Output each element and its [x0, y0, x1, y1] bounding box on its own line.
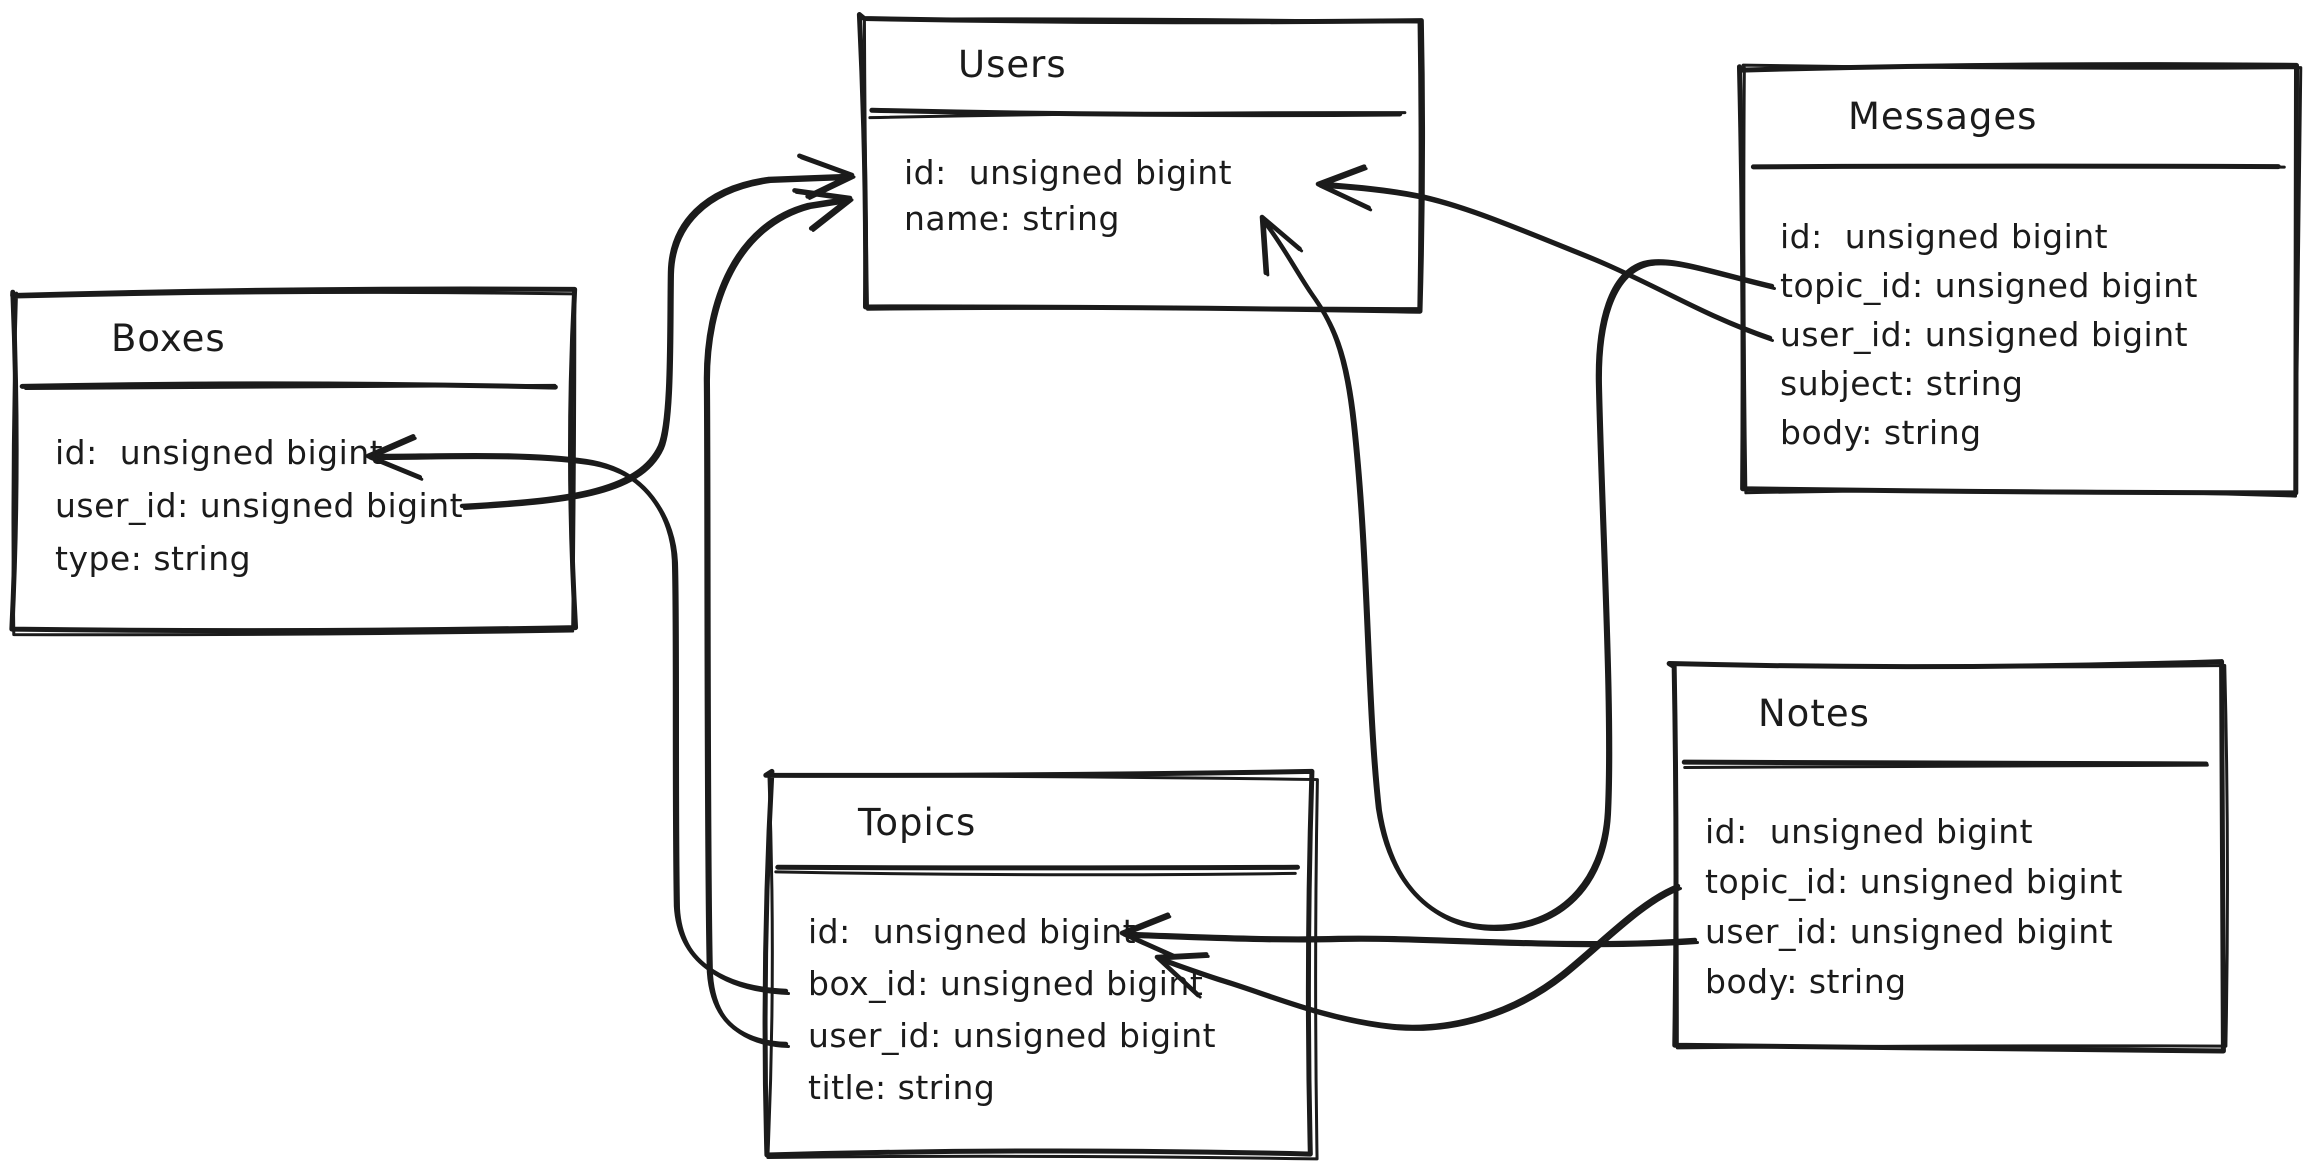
table-boxes-border	[9, 286, 579, 634]
table-notes-divider-overdraw	[1683, 763, 2209, 769]
table-users-title: Users	[958, 43, 1067, 86]
table-topics-field-1: box_id: unsigned bigint	[808, 964, 1204, 1003]
table-boxes-fields: id: unsigned bigint user_id: unsigned big…	[15, 292, 572, 630]
table-users[interactable]: Users id: unsigned bigint name: string	[862, 18, 1418, 310]
table-messages[interactable]: Messages id: unsigned bigint topic_id: un…	[1743, 67, 2296, 491]
table-boxes-field-2: type: string	[55, 539, 252, 578]
table-messages-field-0: id: unsigned bigint	[1780, 217, 2109, 256]
connector-messages-topic_id-to-users-id	[1263, 221, 1775, 930]
table-notes-field-0: id: unsigned bigint	[1705, 812, 2034, 851]
table-messages-border-overdraw	[1741, 63, 2303, 498]
connector-boxes-user_id-to-users-id-arrowhead-overdraw	[799, 156, 856, 200]
connector-notes-topic_id-to-topics-id-arrowhead-overdraw	[1157, 954, 1210, 999]
table-notes-field-3: body: string	[1705, 962, 1907, 1001]
table-users-border-overdraw	[862, 17, 1422, 311]
table-topics[interactable]: Topics id: unsigned bigint box_id: unsign…	[768, 775, 1312, 1153]
connector-topics-user_id-to-users-id-arrowhead-overdraw	[795, 190, 854, 232]
connector-topics-box_id-to-boxes-id-overdraw	[373, 456, 790, 995]
table-boxes-field-0: id: unsigned bigint	[55, 433, 384, 472]
connector-topics-user_id-to-users-id-arrowhead	[792, 188, 853, 231]
connector-messages-topic_id-to-users-id-arrowhead-overdraw	[1262, 217, 1304, 277]
connector-messages-user_id-to-users-id-arrowhead-overdraw	[1318, 167, 1373, 212]
connector-messages-topic_id-to-users-id-overdraw	[1267, 225, 1776, 931]
table-boxes-field-1: user_id: unsigned bigint	[55, 486, 464, 525]
connector-notes-user_id-to-topics-id	[1127, 931, 1698, 946]
table-messages-field-2: user_id: unsigned bigint	[1780, 315, 2189, 354]
table-topics-field-0: id: unsigned bigint	[808, 912, 1137, 951]
table-messages-divider-overdraw	[1751, 164, 2286, 169]
table-users-fields: id: unsigned bigint name: string	[862, 18, 1418, 310]
connector-notes-topic_id-to-topics-id	[1161, 883, 1681, 1030]
table-boxes-title: Boxes	[111, 317, 226, 360]
table-messages-field-3: subject: string	[1780, 364, 2024, 403]
connector-boxes-user_id-to-users-id-overdraw	[463, 177, 852, 510]
table-notes-fields: id: unsigned bigint topic_id: unsigned bi…	[1673, 665, 2224, 1048]
connector-topics-user_id-to-users-id	[703, 196, 849, 1047]
table-notes-field-2: user_id: unsigned bigint	[1705, 912, 2114, 951]
table-topics-title: Topics	[858, 801, 977, 844]
table-topics-field-2: user_id: unsigned bigint	[808, 1016, 1217, 1055]
table-notes-border-overdraw	[1672, 661, 2229, 1050]
table-messages-fields: id: unsigned bigint topic_id: unsigned bi…	[1743, 67, 2296, 491]
table-users-field-1: name: string	[904, 199, 1120, 238]
connector-notes-user_id-to-topics-id-arrowhead-overdraw	[1122, 915, 1177, 960]
table-topics-field-3: title: string	[808, 1068, 996, 1107]
table-boxes[interactable]: Boxes id: unsigned bigint user_id: unsign…	[15, 292, 572, 630]
connector-messages-user_id-to-users-id-overdraw	[1323, 185, 1774, 342]
table-topics-fields: id: unsigned bigint box_id: unsigned bigi…	[768, 775, 1312, 1153]
table-notes-title: Notes	[1758, 692, 1870, 735]
table-messages-title: Messages	[1848, 95, 2038, 138]
table-topics-divider	[775, 864, 1300, 871]
table-topics-divider-overdraw	[774, 870, 1297, 877]
table-messages-field-4: body: string	[1780, 413, 1982, 452]
connector-topics-user_id-to-users-id-overdraw	[706, 200, 850, 1048]
connector-topics-box_id-to-boxes-id-arrowhead-overdraw	[368, 436, 424, 481]
table-notes[interactable]: Notes id: unsigned bigint topic_id: unsig…	[1673, 665, 2224, 1048]
table-messages-field-1: topic_id: unsigned bigint	[1780, 266, 2198, 305]
table-boxes-border-overdraw	[11, 290, 577, 637]
connector-boxes-user_id-to-users-id	[459, 173, 851, 509]
table-boxes-divider-overdraw	[24, 383, 557, 391]
table-users-field-0: id: unsigned bigint	[904, 153, 1233, 192]
table-notes-field-1: topic_id: unsigned bigint	[1705, 862, 2123, 901]
table-users-divider-overdraw	[868, 111, 1407, 120]
connector-notes-user_id-to-topics-id-overdraw	[1131, 935, 1699, 948]
